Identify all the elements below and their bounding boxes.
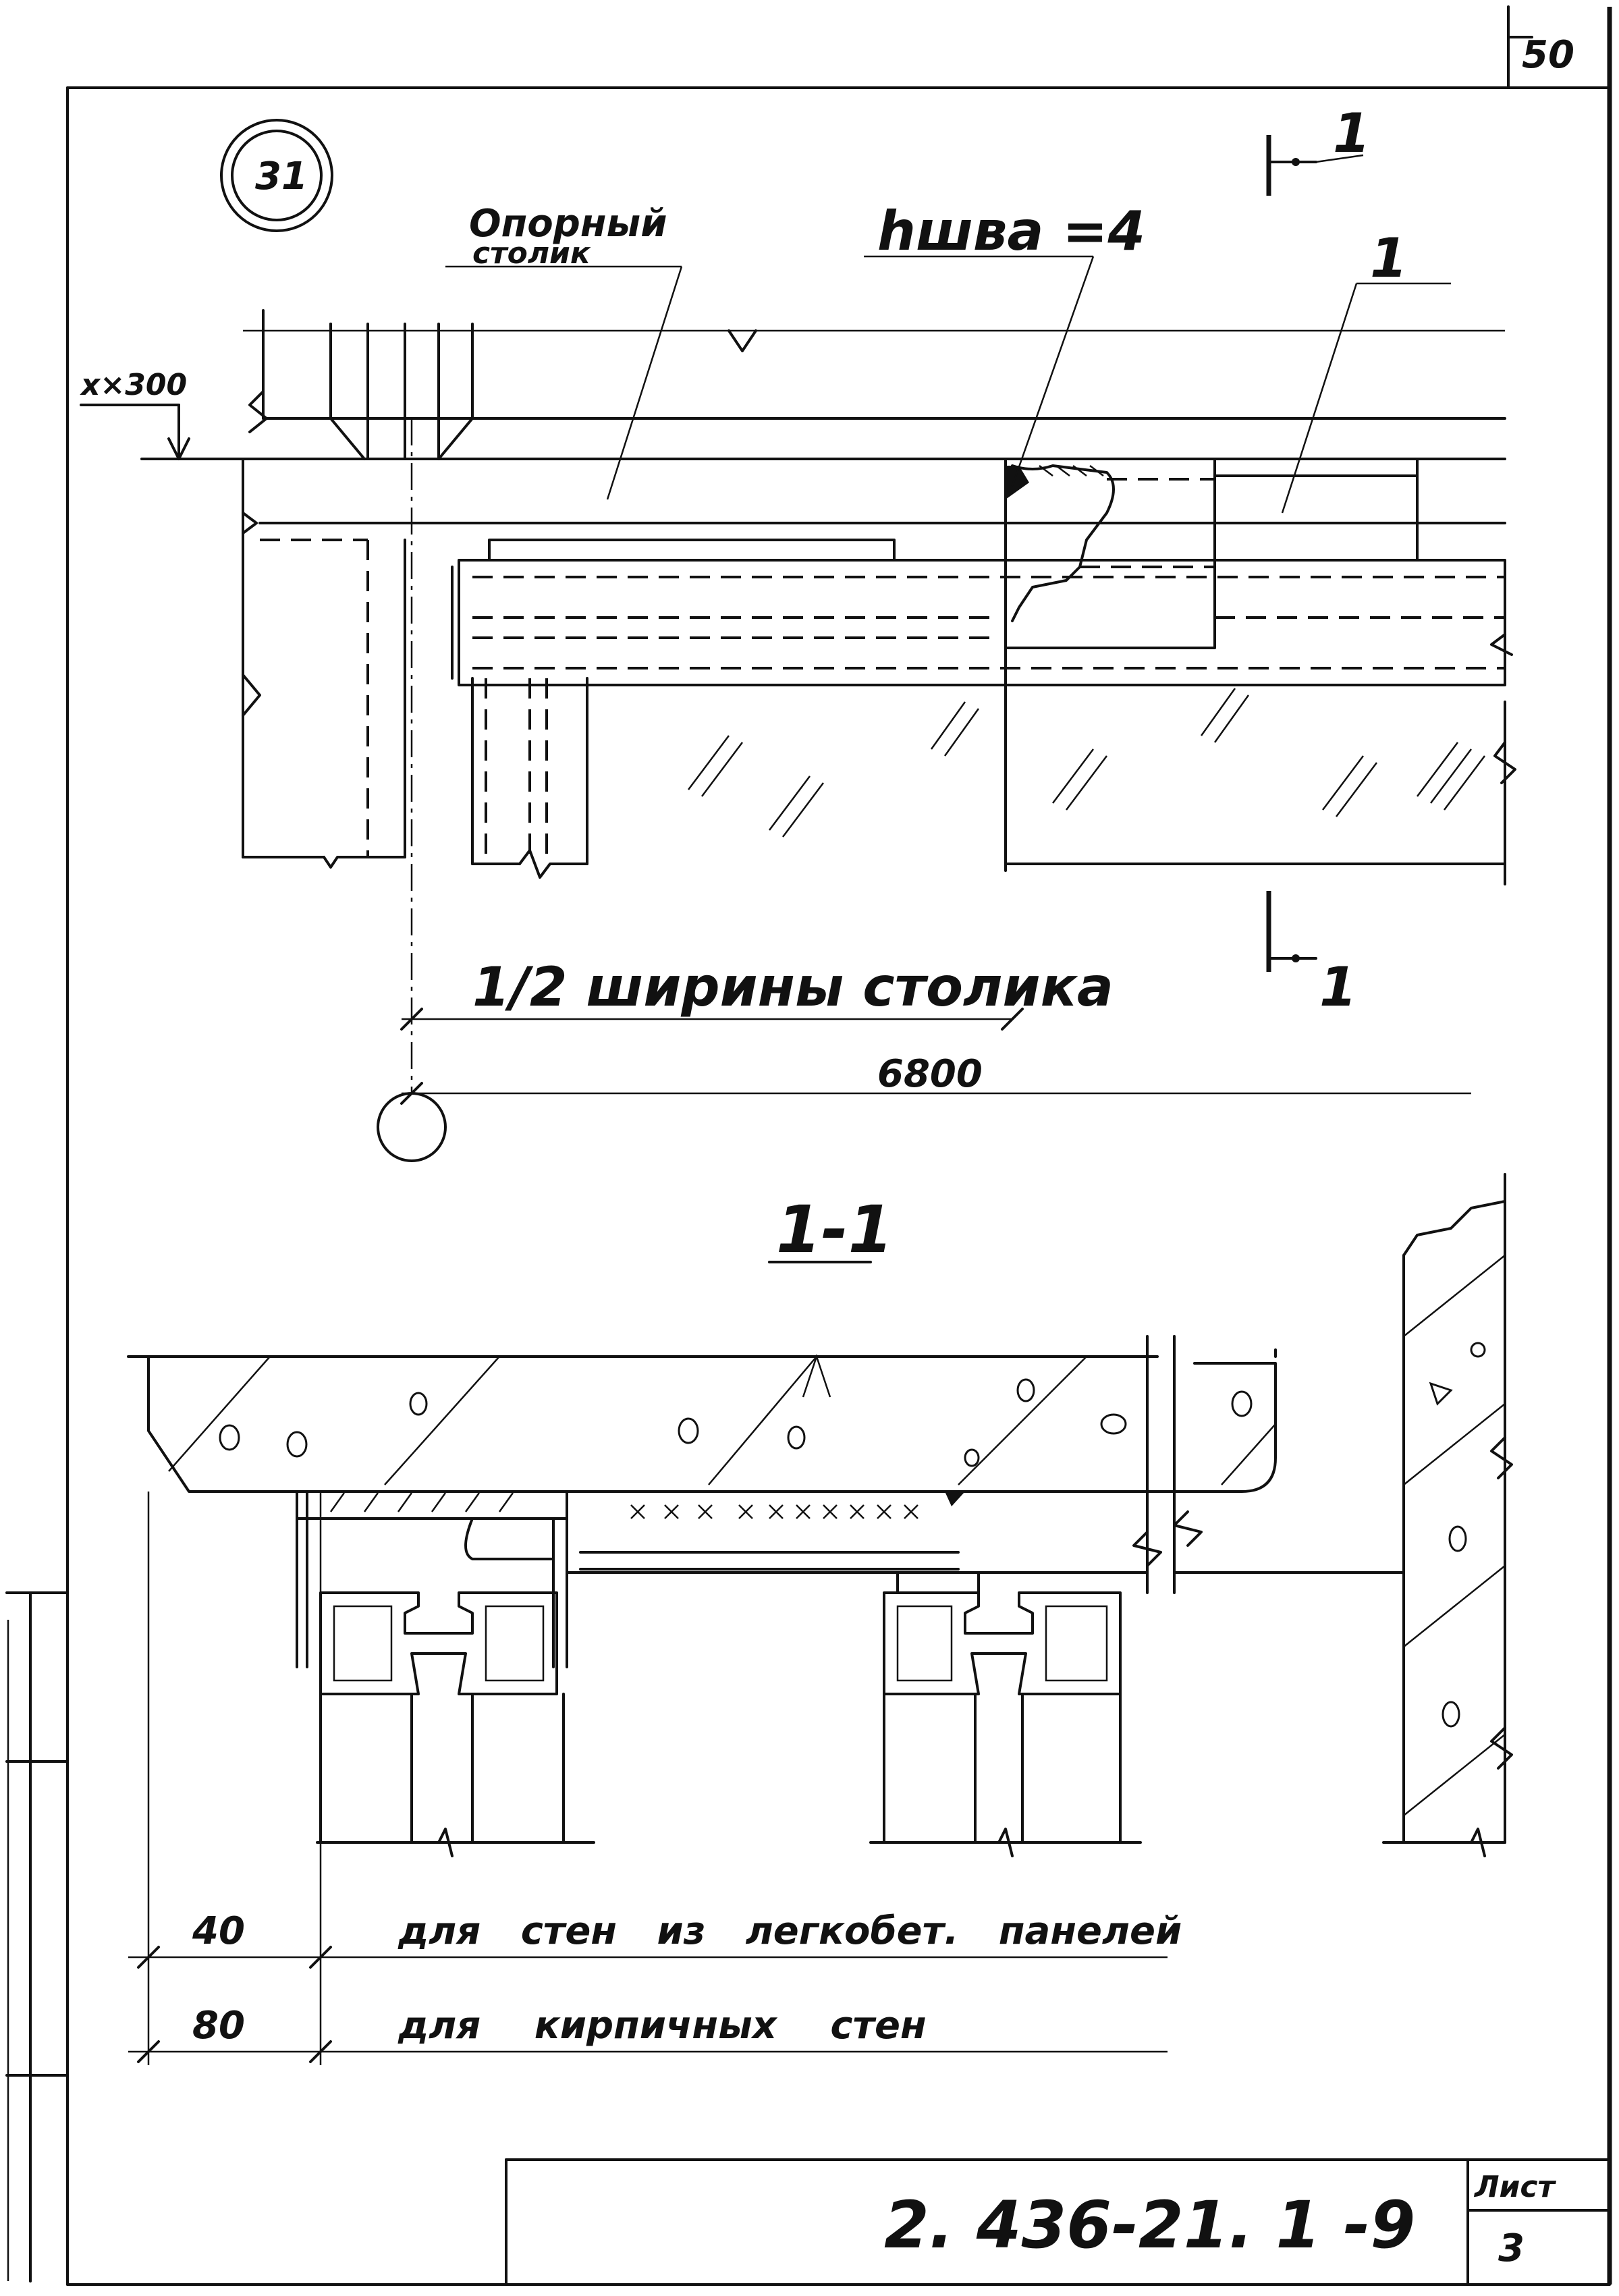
detail-circle-inner	[231, 130, 323, 221]
half-width-label: 1/2 ширины столика	[472, 956, 1114, 1018]
axis-bubble	[377, 1092, 447, 1162]
glass-hatching	[688, 688, 1485, 838]
plan-view	[80, 119, 1516, 1162]
concrete-dots	[219, 1342, 1486, 1728]
slab-hatching	[168, 1354, 1276, 1485]
labels: 50 31 Опорный столик hшва =4 1 x×300 1 1…	[80, 33, 1574, 2270]
section-view	[127, 1173, 1513, 2065]
detail-circle-outer	[220, 119, 333, 232]
corner-number: 50	[1522, 33, 1574, 77]
frame-profile-right	[883, 1571, 1122, 1844]
support-table-label-line2: столик	[472, 236, 591, 271]
level-mark: x×300	[80, 368, 187, 402]
weld-mark	[1006, 466, 1029, 499]
section-title: 1-1	[776, 1192, 893, 1267]
sheet-label: Лист	[1473, 2170, 1556, 2204]
item-1-label: 1	[1370, 227, 1408, 290]
sheet-number: 3	[1498, 2226, 1525, 2270]
brick-wall	[1382, 1173, 1513, 1857]
note-brick: для кирпичных стен	[397, 2004, 927, 2048]
document-code: 2. 436-21. 1 -9	[884, 2187, 1415, 2263]
span-label: 6800	[877, 1052, 983, 1096]
note-lightweight: для стен из легкобет. панелей	[397, 1909, 1182, 1953]
section-mark-top: 1	[1333, 102, 1371, 165]
detail-number: 31	[255, 155, 308, 198]
frame-profile-left	[319, 1591, 565, 1844]
weld-crosses	[630, 1504, 918, 1519]
weld-label: hшва =4	[877, 200, 1145, 263]
dim-40: 40	[192, 1909, 245, 1953]
support-table-label-line1: Опорный	[469, 202, 667, 246]
dim-80: 80	[192, 2004, 245, 2048]
section-mark-bottom: 1	[1319, 956, 1357, 1018]
plate-hatch	[329, 1492, 514, 1512]
sheet-frame	[5, 5, 1612, 2286]
